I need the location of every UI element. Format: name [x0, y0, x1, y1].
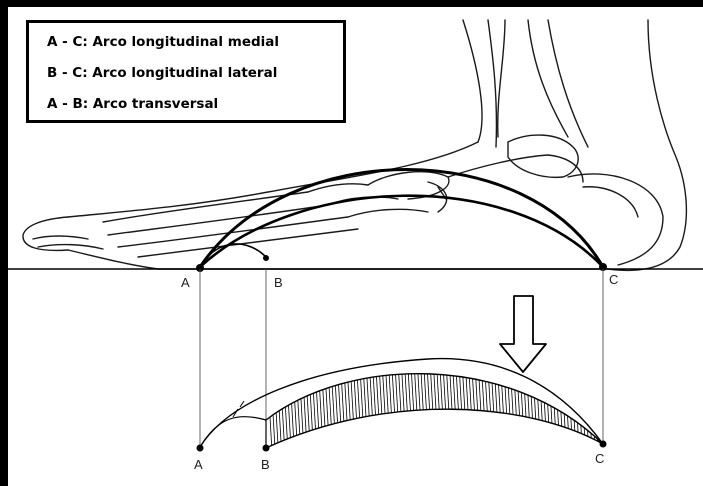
legend-item-transverse: A - B: Arco transversal — [47, 96, 218, 112]
legend-box: A - C: Arco longitudinal medial B - C: A… — [26, 20, 346, 123]
label-a-bottom: A — [194, 457, 203, 472]
point-b-bottom — [263, 445, 270, 452]
legend-item-medial: A - C: Arco longitudinal medial — [47, 34, 279, 50]
point-a-bottom — [197, 445, 204, 452]
point-b-top — [263, 255, 269, 261]
point-c-bottom — [600, 441, 607, 448]
arch-section — [197, 347, 609, 452]
down-arrow-icon — [500, 296, 546, 372]
figure-frame: A B C A — [8, 7, 703, 486]
label-c-top: C — [609, 272, 618, 287]
label-a-top: A — [181, 275, 190, 290]
label-b-top: B — [274, 275, 283, 290]
label-b-bottom: B — [261, 457, 270, 472]
arch-curves — [200, 170, 603, 268]
legend-item-lateral: B - C: Arco longitudinal lateral — [47, 65, 277, 81]
label-c-bottom: C — [595, 451, 604, 466]
